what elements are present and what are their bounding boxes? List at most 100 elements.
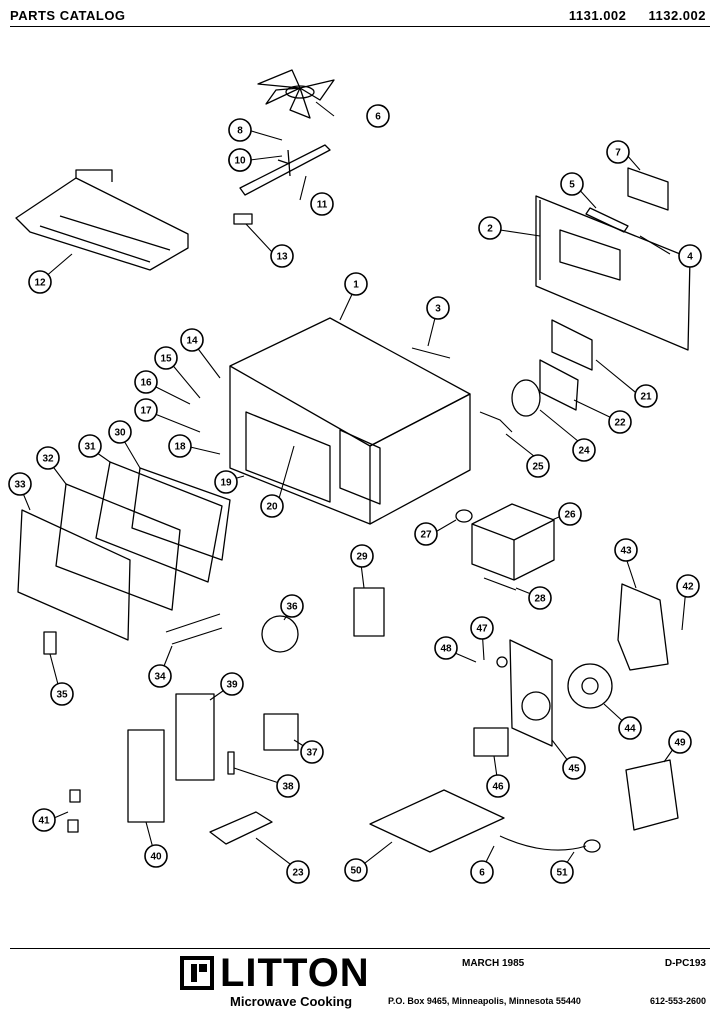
callout-15: 15 [154,346,178,370]
callout-number: 6 [479,868,485,879]
brand-wordmark: LITTON [220,951,370,995]
rod-part [227,751,235,775]
bushing-part [496,656,508,668]
callout-18: 18 [168,434,192,458]
callout-number: 43 [620,546,632,557]
callout-circle [180,328,204,352]
callout-number: 11 [317,200,328,211]
callout-number: 22 [614,418,626,429]
callout-number: 7 [615,148,621,159]
callout-number: 48 [440,644,452,655]
callout-circle [144,844,168,868]
callout-circle [486,774,510,798]
strip-part [411,347,451,359]
callout-circle [32,808,56,832]
callout-circle [562,756,586,780]
callout-number: 30 [114,428,126,439]
model-numbers: 1131.002 1132.002 [568,8,706,23]
callout-circle [310,192,334,216]
callout-number: 3 [435,304,441,315]
stirrer-fan-part [257,69,335,119]
callout-number: 35 [56,690,68,701]
callout-circle [28,270,52,294]
callout-number: 51 [556,868,568,879]
callout-19: 19 [214,470,238,494]
callout-6b: 6 [470,860,494,884]
callout-28: 28 [528,586,552,610]
callout-number: 50 [350,866,362,877]
callout-number: 25 [532,462,544,473]
callout-27: 27 [414,522,438,546]
capacitor-part [511,379,541,417]
catalog-title: PARTS CATALOG [10,8,126,23]
callout-number: 45 [568,764,580,775]
callout-circle [260,494,284,518]
callout-3: 3 [426,296,450,320]
callout-12: 12 [28,270,52,294]
callout-circle [36,446,60,470]
control-panel-part [175,693,215,781]
callout-40: 40 [144,844,168,868]
callout-circle [276,774,300,798]
callout-number: 8 [237,126,243,137]
plate-part [627,167,669,211]
callout-number: 6 [375,112,381,123]
callout-circle [228,148,252,172]
timer-part [263,713,299,751]
callout-circle [134,398,158,422]
callout-number: 20 [266,502,278,513]
callout-circle [434,636,458,660]
callout-1: 1 [344,272,368,296]
callout-circle [550,860,574,884]
callout-4: 4 [678,244,702,268]
callout-number: 23 [292,868,304,879]
callout-10: 10 [228,148,252,172]
callout-circle [168,434,192,458]
callout-50: 50 [344,858,368,882]
base-plate-part [369,789,505,853]
callout-number: 41 [38,816,50,827]
cabinet-part [229,317,471,525]
callout-number: 10 [234,156,246,167]
callout-39: 39 [220,672,244,696]
callout-16: 16 [134,370,158,394]
callout-number: 29 [356,552,368,563]
label-stack-part [209,811,273,845]
callout-circle [676,574,700,598]
callout-number: 38 [282,782,294,793]
callout-41: 41 [32,808,56,832]
callout-26: 26 [558,502,582,526]
callout-number: 2 [487,224,493,235]
callout-circle [134,370,158,394]
callout-number: 34 [154,672,166,683]
callout-49: 49 [668,730,692,754]
callout-circle [608,410,632,434]
callout-36: 36 [280,594,304,618]
stirrer-bracket-part [239,144,331,196]
callout-number: 47 [476,624,488,635]
catalog-code: D-PC193 [664,958,706,969]
callout-circle [614,538,638,562]
callout-circle [470,860,494,884]
callout-number: 33 [14,480,26,491]
callout-2: 2 [478,216,502,240]
wire-clip-part [479,411,513,433]
catalog-date: MARCH 1985 [462,958,525,969]
footer-rule [10,948,710,949]
cord-plug-part [583,839,601,853]
callout-circle [8,472,32,496]
callout-circle [286,860,310,884]
callout-33: 33 [8,472,32,496]
callout-number: 36 [286,602,298,613]
callout-44: 44 [618,716,642,740]
callout-31: 31 [78,434,102,458]
company-address: P.O. Box 9465, Minneapolis, Minnesota 55… [388,996,581,1006]
callout-circle [414,522,438,546]
callout-circle [344,272,368,296]
callout-number: 28 [534,594,546,605]
callout-24: 24 [572,438,596,462]
callout-51: 51 [550,860,574,884]
knob-part-2 [67,819,79,833]
callout-number: 44 [624,724,636,735]
callout-number: 46 [492,782,504,793]
